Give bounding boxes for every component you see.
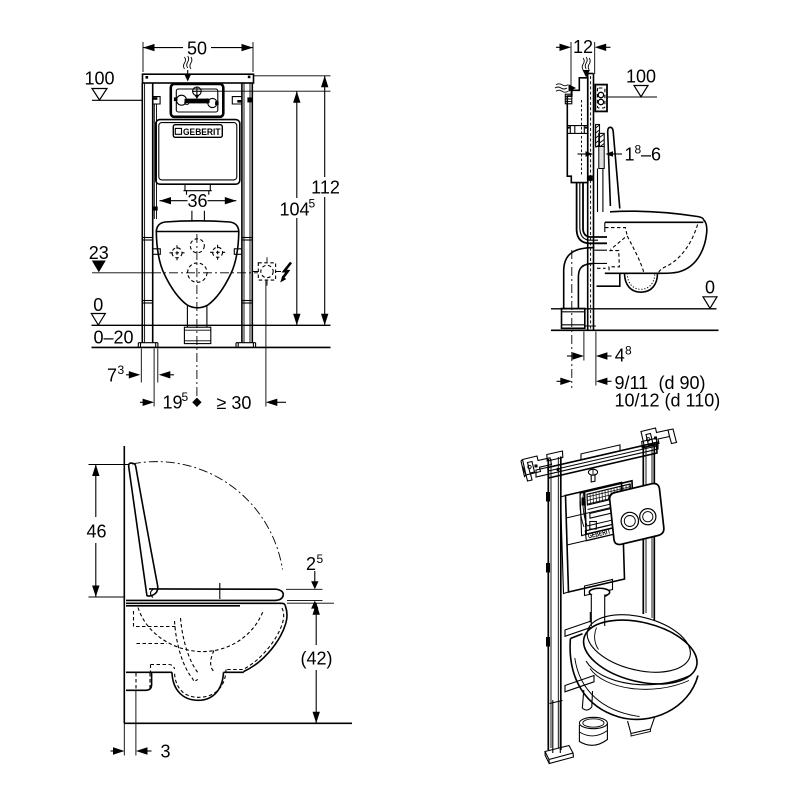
svg-text:100: 100 — [626, 67, 656, 87]
svg-text:7: 7 — [107, 366, 117, 386]
svg-text:100: 100 — [84, 69, 114, 89]
svg-text:9/11: 9/11 — [615, 373, 649, 393]
svg-text:104: 104 — [280, 200, 310, 220]
svg-text:19: 19 — [163, 393, 183, 413]
svg-text:5: 5 — [182, 390, 189, 404]
svg-text:GEBERIT: GEBERIT — [183, 127, 221, 137]
svg-text:(d 90): (d 90) — [659, 373, 706, 393]
svg-text:5: 5 — [309, 197, 316, 211]
svg-text:10/12 (d 110): 10/12 (d 110) — [615, 391, 721, 411]
svg-text:–6: –6 — [641, 145, 661, 165]
svg-text:0: 0 — [705, 278, 715, 298]
svg-text:3: 3 — [118, 363, 125, 377]
svg-text:112: 112 — [311, 178, 340, 198]
svg-text:1: 1 — [625, 145, 635, 165]
svg-text:46: 46 — [86, 522, 106, 542]
svg-text:23: 23 — [89, 243, 109, 263]
svg-text:(42): (42) — [300, 649, 332, 669]
svg-text:36: 36 — [187, 191, 207, 211]
svg-text:4: 4 — [615, 346, 625, 366]
svg-text:0–20: 0–20 — [94, 327, 134, 347]
svg-text:3: 3 — [161, 742, 171, 762]
svg-text:12: 12 — [573, 37, 593, 57]
svg-text:8: 8 — [625, 344, 632, 358]
svg-text:≥ 30: ≥ 30 — [217, 393, 252, 413]
svg-text:5: 5 — [317, 552, 324, 566]
svg-text:0: 0 — [93, 295, 103, 315]
svg-text:50: 50 — [187, 39, 207, 59]
svg-text:2: 2 — [306, 554, 316, 574]
svg-text:8: 8 — [635, 143, 642, 157]
